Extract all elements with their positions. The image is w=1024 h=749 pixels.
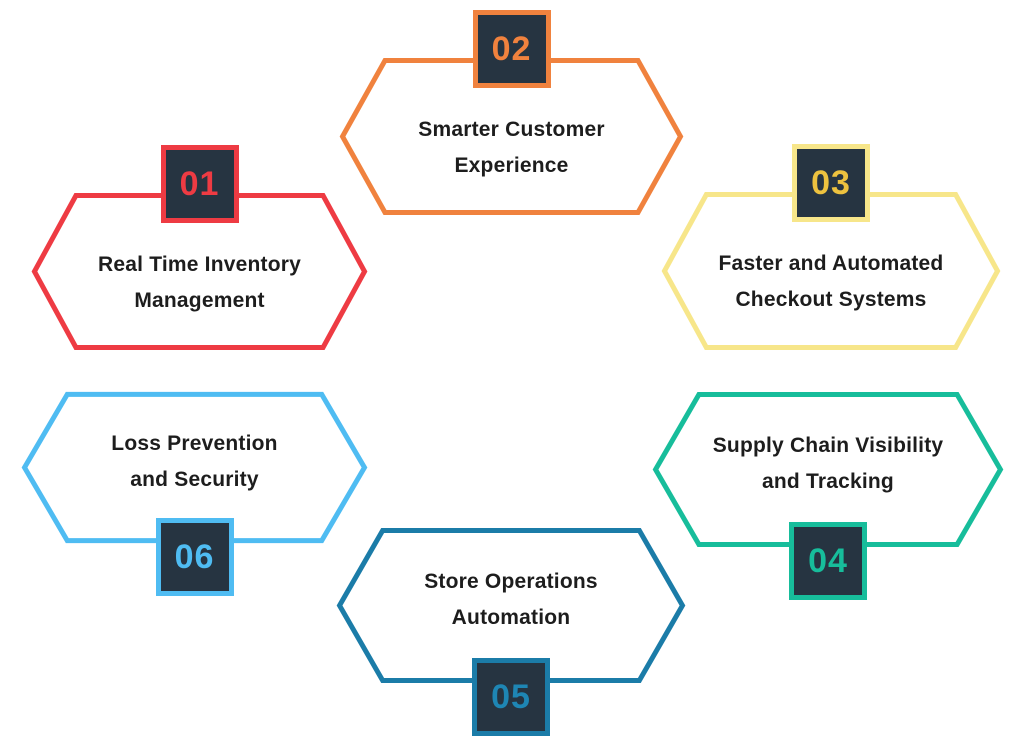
- hexagon-item-06: Loss Prevention and Security 06: [22, 392, 367, 596]
- label-line: Real Time Inventory: [98, 252, 301, 276]
- label-line: Smarter Customer: [418, 117, 605, 141]
- badge-number: 03: [811, 163, 851, 202]
- label-line: Loss Prevention: [111, 431, 278, 455]
- label-line: Automation: [451, 605, 571, 629]
- hexagon-outline-04: [653, 392, 1003, 547]
- number-badge-02: 02: [472, 10, 551, 88]
- label-line: Supply Chain Visibility: [712, 433, 944, 457]
- hexagon-outline-06: [22, 392, 367, 543]
- badge-number: 05: [491, 677, 531, 716]
- hexagon-label-01: Real Time Inventory Management: [32, 193, 367, 350]
- hexagon-outline-05: [337, 528, 685, 683]
- hexagon-item-01: Real Time Inventory Management 01: [32, 145, 367, 350]
- number-badge-01: 01: [160, 145, 239, 223]
- label-line: and Security: [130, 467, 259, 491]
- hexagon-item-02: Smarter Customer Experience 02: [340, 10, 683, 215]
- number-badge-03: 03: [792, 144, 870, 222]
- number-badge-04: 04: [789, 522, 867, 600]
- hexagon-label-05: Store Operations Automation: [337, 528, 685, 683]
- label-line: Checkout Systems: [735, 288, 927, 311]
- label-line: Store Operations: [424, 569, 598, 593]
- number-badge-06: 06: [155, 518, 234, 596]
- badge-number: 01: [179, 164, 220, 203]
- label-line: Management: [134, 288, 265, 312]
- badge-number: 02: [491, 29, 532, 68]
- hexagon-item-03: Faster and Automated Checkout Systems 03: [662, 144, 1000, 350]
- number-badge-05: 05: [472, 658, 550, 736]
- hexagon-outline-02: [340, 58, 683, 215]
- hexagon-outline-03: [662, 192, 1000, 350]
- hexagon-label-04: Supply Chain Visibility and Tracking: [653, 392, 1003, 547]
- hexagon-label-02: Smarter Customer Experience: [340, 58, 683, 215]
- badge-number: 04: [808, 541, 848, 580]
- hexagon-item-05: Store Operations Automation 05: [337, 528, 685, 736]
- hexagon-label-06: Loss Prevention and Security: [22, 392, 367, 543]
- label-line: Faster and Automated: [718, 252, 944, 275]
- badge-number: 06: [174, 537, 215, 576]
- hexagon-outline-01: [32, 193, 367, 350]
- label-line: Experience: [454, 153, 569, 177]
- hexagon-label-03: Faster and Automated Checkout Systems: [662, 192, 1000, 350]
- label-line: and Tracking: [762, 469, 894, 493]
- hexagon-item-04: Supply Chain Visibility and Tracking 04: [653, 392, 1003, 600]
